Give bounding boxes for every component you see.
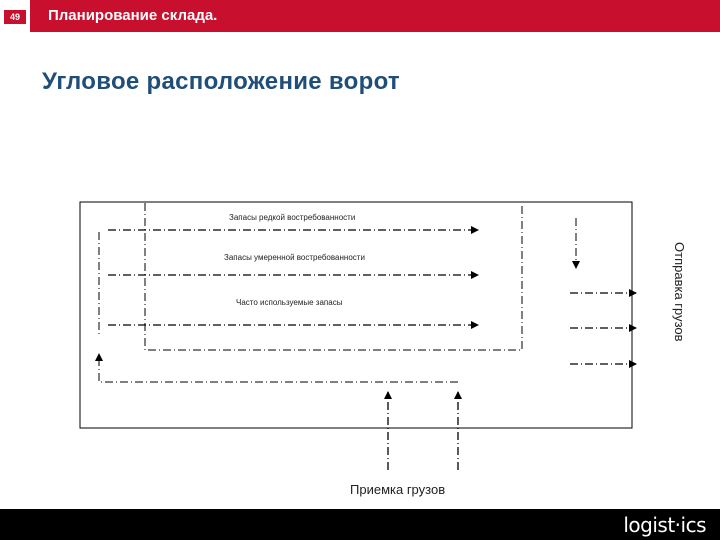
footer-bar: logist·ics xyxy=(0,509,720,540)
slide-number: 49 xyxy=(4,10,26,24)
warehouse-outline xyxy=(79,201,633,429)
label-moderate-stock: Запасы умеренной востребованности xyxy=(224,253,365,262)
return-flow-path xyxy=(95,353,458,383)
slide-number-box: 49 xyxy=(0,0,30,32)
label-shipping: Отправка грузов xyxy=(672,242,687,342)
storage-zone-outline xyxy=(144,203,523,351)
label-rare-stock: Запасы редкой востребованности xyxy=(229,213,355,222)
header-title: Планирование склада. xyxy=(48,7,218,24)
top-header-bar: 49 Планирование склада. xyxy=(0,0,720,32)
page-title: Угловое расположение ворот xyxy=(42,68,400,95)
label-frequent-stock: Часто используемые запасы xyxy=(236,298,343,307)
logistics-logo: logist·ics xyxy=(623,513,706,537)
label-receiving: Приемка грузов xyxy=(350,482,445,497)
